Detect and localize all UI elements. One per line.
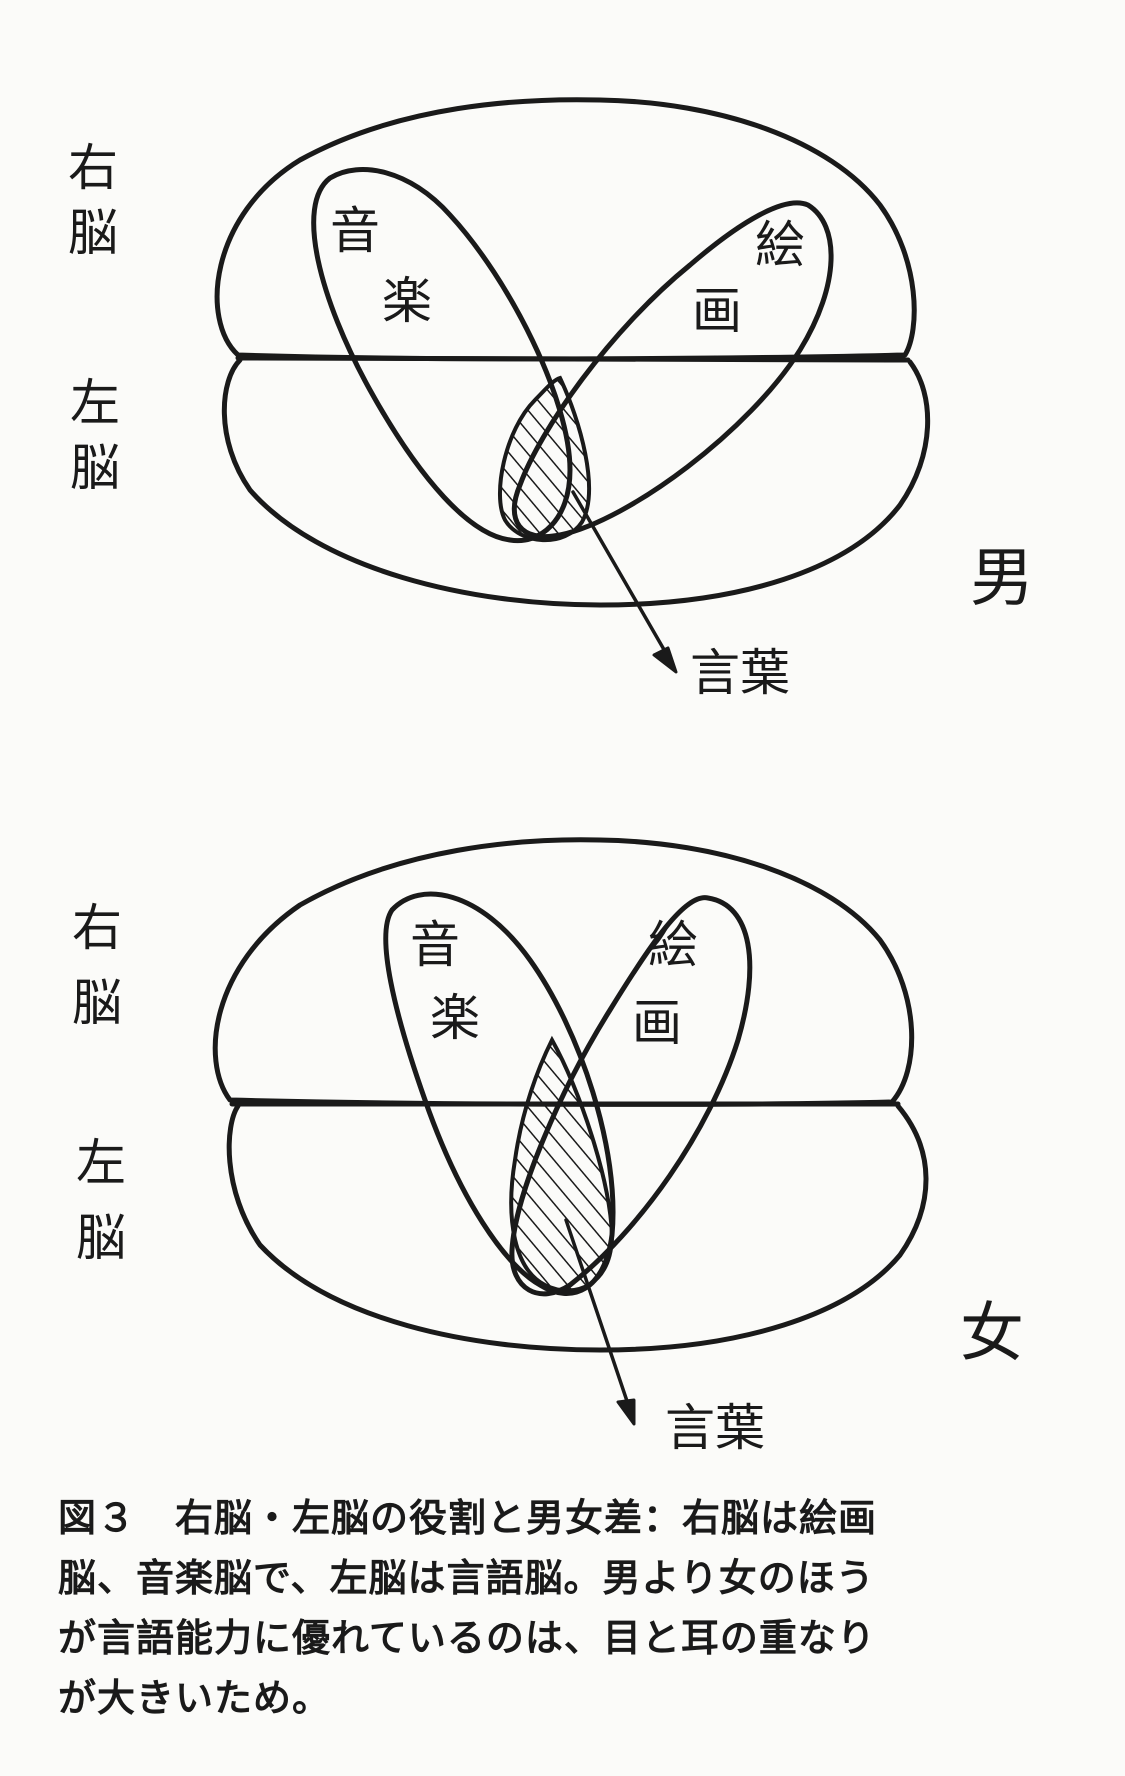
male-diagram: 右 脳 左 脳 音 楽 絵 画 言葉 男 <box>68 97 1034 702</box>
caption-line: が大きいため。 <box>58 1676 332 1720</box>
male-gender-label: 男 <box>970 542 1034 616</box>
male-left-brain-label-1: 左 <box>70 374 120 432</box>
figure-caption: 図３ 右脳・左脳の役割と男女差：右脳は絵画 脳、音楽脳で、左脳は言語脳。男より女… <box>58 1488 1068 1728</box>
female-arrow-head <box>616 1398 636 1426</box>
male-right-brain-label-1: 右 <box>68 139 118 197</box>
male-painting-label-2: 画 <box>692 282 742 340</box>
caption-line: 脳、音楽脳で、左脳は言語脳。男より女のほう <box>58 1556 875 1600</box>
male-language-overlap <box>497 375 591 543</box>
female-left-brain-label-2: 脳 <box>76 1209 126 1267</box>
male-hemisphere-divider <box>235 355 911 363</box>
caption-line: 図３ 右脳・左脳の役割と男女差：右脳は絵画 <box>58 1496 878 1540</box>
male-arrow-head <box>652 646 678 674</box>
female-right-brain-label-2: 脳 <box>72 974 122 1032</box>
male-language-arrow <box>571 490 672 662</box>
brain-diagram: 右 脳 左 脳 音 楽 絵 画 言葉 男 右 脳 左 脳 音 楽 <box>68 97 1034 1457</box>
male-right-brain-label-2: 脳 <box>68 204 118 262</box>
male-language-label: 言葉 <box>690 644 790 702</box>
female-language-label: 言葉 <box>665 1399 765 1457</box>
female-right-brain-label-1: 右 <box>72 899 122 957</box>
female-diagram: 右 脳 左 脳 音 楽 絵 画 言葉 女 <box>72 837 1024 1457</box>
female-music-label-2: 楽 <box>430 989 480 1047</box>
female-left-brain-label-1: 左 <box>76 1134 126 1192</box>
female-language-arrow <box>564 1218 632 1412</box>
male-left-brain-label-2: 脳 <box>70 439 120 497</box>
female-left-brain-shape <box>226 1103 929 1353</box>
male-music-label-1: 音 <box>330 202 380 260</box>
female-painting-label-1: 絵 <box>648 916 698 974</box>
male-left-brain-shape <box>221 357 931 608</box>
male-painting-label-1: 絵 <box>755 216 805 274</box>
male-right-brain-shape <box>214 97 917 362</box>
female-language-overlap <box>509 1035 615 1293</box>
male-music-label-2: 楽 <box>382 272 432 330</box>
female-music-label-1: 音 <box>410 916 460 974</box>
female-painting-label-2: 画 <box>632 994 682 1052</box>
caption-line: が言語能力に優れているのは、目と耳の重なり <box>58 1616 876 1660</box>
female-gender-label: 女 <box>960 1297 1024 1371</box>
female-painting-lobe <box>509 895 753 1297</box>
